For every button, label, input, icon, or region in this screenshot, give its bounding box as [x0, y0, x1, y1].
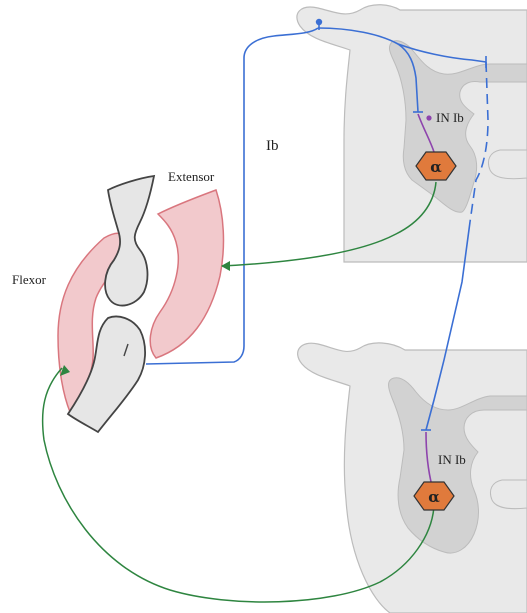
motor-axon-to-extensor — [221, 181, 437, 267]
flexor-label: Flexor — [12, 272, 47, 287]
upper-bone — [104, 174, 156, 307]
extensor-label: Extensor — [168, 169, 215, 184]
joint — [66, 174, 156, 434]
ib-afferent-descending-dashed — [469, 61, 489, 223]
alpha-motoneuron-top: α — [415, 151, 457, 181]
motor-axon-to-flexor — [41, 367, 435, 603]
lower-bone — [66, 315, 146, 434]
flexor-arrowhead — [60, 365, 70, 376]
lower-bone-mark — [123, 343, 129, 357]
alpha-motoneuron-top-label: α — [430, 158, 442, 176]
spinal-cord-bottom-central-canal — [489, 479, 527, 510]
ib-label: Ib — [266, 138, 279, 154]
spinal-cord-top-central-canal — [487, 149, 527, 180]
ib-afferent — [145, 18, 489, 431]
muscles — [57, 189, 225, 414]
ib-afferent-descending-solid — [425, 221, 471, 431]
extensor-arrowhead — [221, 261, 230, 271]
alpha-motor-system: α α — [41, 151, 457, 603]
alpha-motoneuron-bottom: α — [413, 481, 455, 511]
alpha-motoneuron-bottom-label: α — [428, 488, 440, 506]
interneuron-top-soma — [426, 115, 432, 121]
ib-afferent-peripheral-fiber — [145, 27, 319, 365]
extensor-muscle — [149, 189, 225, 359]
spinal-cord-bottom — [297, 342, 527, 613]
ib-afferent-rostral-branch — [397, 43, 487, 63]
interneuron-top-label: IN Ib — [436, 110, 464, 125]
ib-afferent-central-branch — [317, 27, 419, 113]
interneuron-bottom-label: IN Ib — [438, 452, 466, 467]
